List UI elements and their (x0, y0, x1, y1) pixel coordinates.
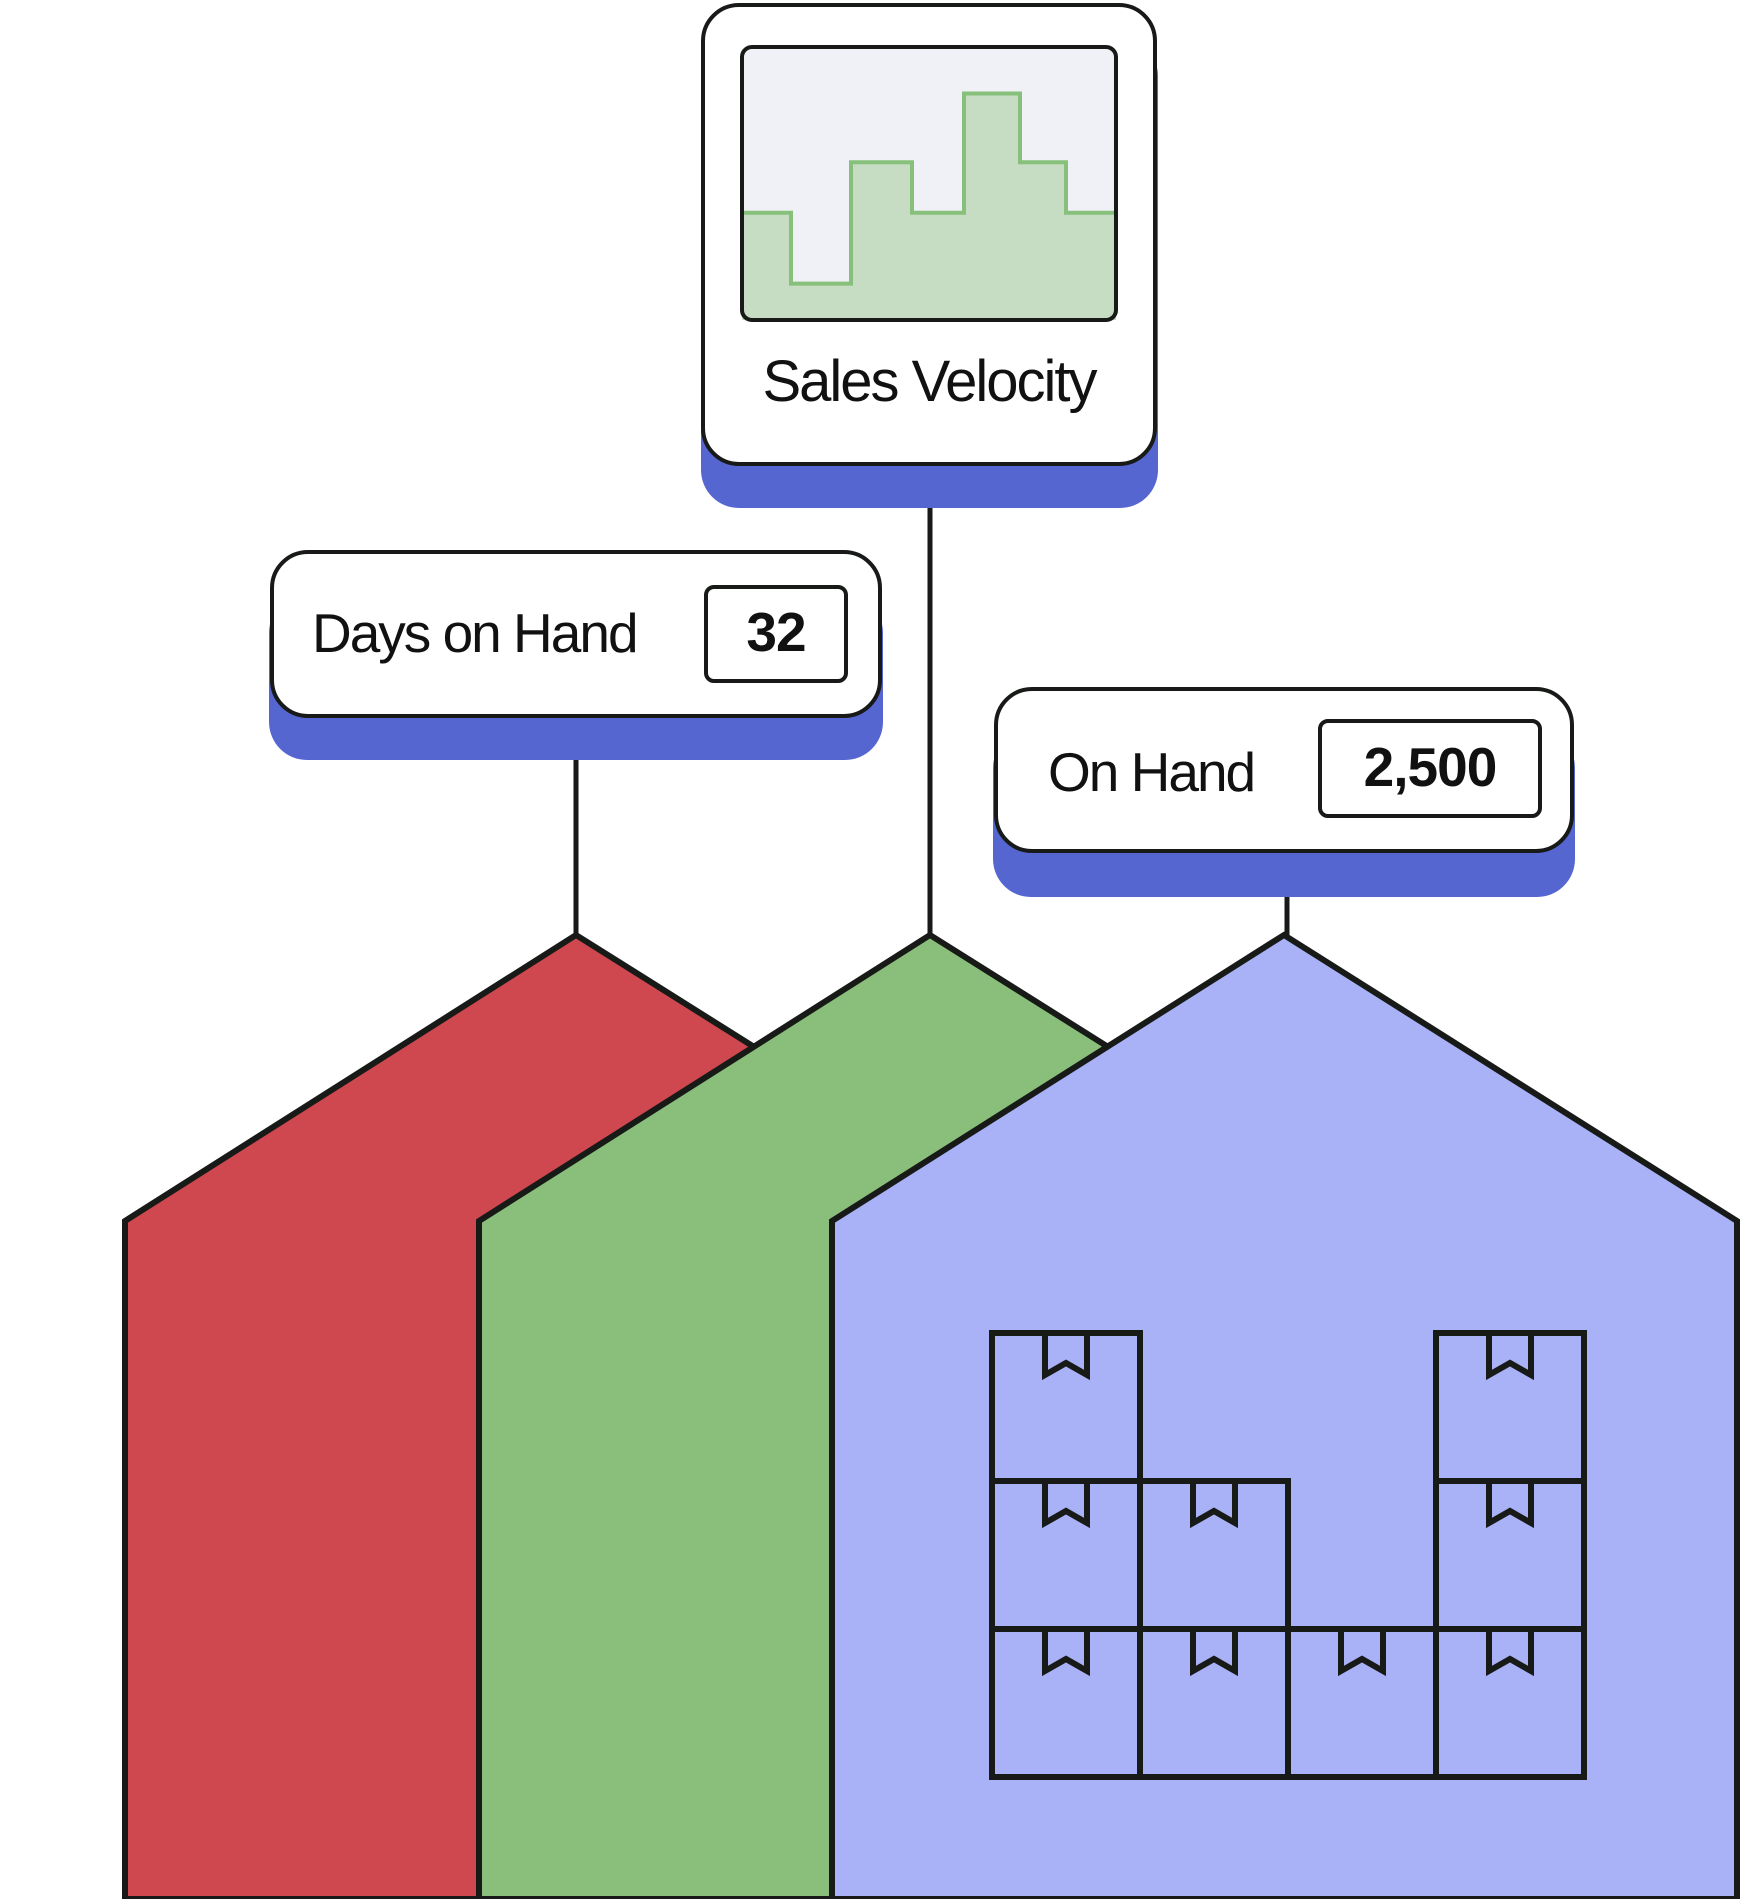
days-on-hand-value: 32 (746, 601, 805, 663)
box-tape-tab (1042, 1333, 1090, 1381)
sales-velocity-card: Sales Velocity (701, 3, 1158, 508)
connector-lines (573, 506, 1290, 935)
box-tape-tab (1042, 1481, 1090, 1529)
value-box (1318, 719, 1542, 818)
box-tape-tab (1486, 1481, 1534, 1529)
box-tape-tab (1338, 1629, 1386, 1677)
package-boxes (989, 1330, 1587, 1780)
sparkline-frame (740, 45, 1118, 322)
on-hand-value: 2,500 (1364, 736, 1497, 798)
warehouse-group (122, 931, 1740, 1899)
sales-velocity-label: Sales Velocity (762, 349, 1097, 414)
on-hand-label: On Hand (1048, 741, 1254, 803)
sparkline-area (742, 93, 1116, 320)
package-box-icon (1433, 1626, 1587, 1780)
box-tape-tab (1486, 1333, 1534, 1381)
box-tape-tab (1190, 1481, 1238, 1529)
value-box (704, 585, 848, 683)
box-tape-tab (1042, 1629, 1090, 1677)
box-tape-tab (1486, 1629, 1534, 1677)
sparkline-chart (740, 45, 1118, 322)
days-on-hand-label: Days on Hand (312, 602, 637, 664)
days-on-hand-card: Days on Hand 32 (269, 550, 883, 760)
on-hand-card: On Hand 2,500 (993, 687, 1575, 897)
box-tape-tab (1190, 1629, 1238, 1677)
sparkline-line (742, 91, 1116, 286)
